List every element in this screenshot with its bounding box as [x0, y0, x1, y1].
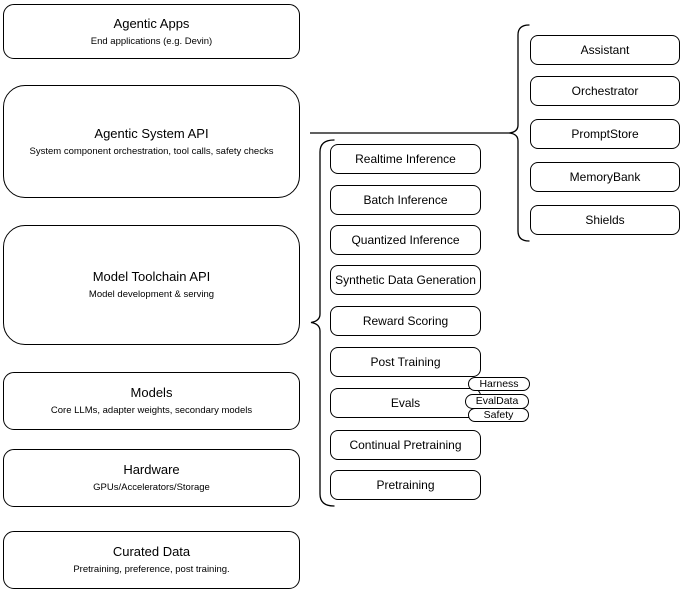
node-reward-scoring[interactable]: Reward Scoring — [330, 306, 481, 336]
node-synthetic-data-generation[interactable]: Synthetic Data Generation — [330, 265, 481, 295]
node-promptstore[interactable]: PromptStore — [530, 119, 680, 149]
system-components-brace — [509, 24, 530, 242]
node-label: MemoryBank — [569, 170, 641, 184]
node-quantized-inference[interactable]: Quantized Inference — [330, 225, 481, 255]
node-label: Shields — [585, 213, 625, 227]
node-batch-inference[interactable]: Batch Inference — [330, 185, 481, 215]
node-subtitle: Core LLMs, adapter weights, secondary mo… — [50, 405, 253, 416]
node-curated-data[interactable]: Curated Data Pretraining, preference, po… — [3, 531, 300, 589]
tag-label: Safety — [483, 408, 514, 421]
node-title: Agentic System API — [94, 125, 209, 141]
node-realtime-inference[interactable]: Realtime Inference — [330, 144, 481, 174]
node-label: Evals — [390, 396, 421, 410]
tag-label: Harness — [479, 377, 519, 390]
node-label: Post Training — [370, 355, 441, 369]
node-assistant[interactable]: Assistant — [530, 35, 680, 65]
node-label: Continual Pretraining — [349, 438, 462, 452]
node-title: Model Toolchain API — [92, 269, 211, 284]
node-subtitle: End applications (e.g. Devin) — [90, 35, 213, 47]
tag-harness[interactable]: Harness — [468, 377, 530, 391]
node-memorybank[interactable]: MemoryBank — [530, 162, 680, 192]
node-evals[interactable]: Evals — [330, 388, 481, 418]
node-agentic-apps[interactable]: Agentic Apps End applications (e.g. Devi… — [3, 4, 300, 59]
node-label: Assistant — [580, 43, 630, 57]
tag-safety[interactable]: Safety — [468, 408, 529, 422]
node-label: Orchestrator — [571, 84, 639, 98]
node-subtitle: System component orchestration, tool cal… — [29, 145, 274, 157]
node-label: Quantized Inference — [351, 233, 460, 247]
node-label: Pretraining — [376, 478, 435, 492]
node-subtitle: Model development & serving — [88, 289, 215, 300]
node-title: Models — [130, 385, 173, 400]
toolchain-brace — [310, 139, 335, 507]
node-subtitle: GPUs/Accelerators/Storage — [93, 482, 210, 493]
node-label: Synthetic Data Generation — [335, 273, 476, 287]
node-orchestrator[interactable]: Orchestrator — [530, 76, 680, 106]
node-models[interactable]: Models Core LLMs, adapter weights, secon… — [3, 372, 300, 430]
node-label: PromptStore — [571, 127, 639, 141]
node-shields[interactable]: Shields — [530, 205, 680, 235]
tag-evaldata[interactable]: EvalData — [465, 394, 529, 409]
node-title: Curated Data — [112, 544, 191, 559]
node-agentic-system-api[interactable]: Agentic System API System component orch… — [3, 85, 300, 198]
node-title: Agentic Apps — [113, 15, 190, 31]
node-label: Batch Inference — [363, 193, 448, 207]
node-subtitle: Pretraining, preference, post training. — [73, 564, 230, 575]
node-model-toolchain-api[interactable]: Model Toolchain API Model development & … — [3, 225, 300, 345]
tag-label: EvalData — [475, 395, 519, 407]
node-hardware[interactable]: Hardware GPUs/Accelerators/Storage — [3, 449, 300, 507]
node-continual-pretraining[interactable]: Continual Pretraining — [330, 430, 481, 460]
node-title: Hardware — [123, 462, 180, 477]
node-label: Realtime Inference — [355, 152, 456, 166]
node-label: Reward Scoring — [362, 314, 449, 328]
node-pretraining[interactable]: Pretraining — [330, 470, 481, 500]
node-post-training[interactable]: Post Training — [330, 347, 481, 377]
